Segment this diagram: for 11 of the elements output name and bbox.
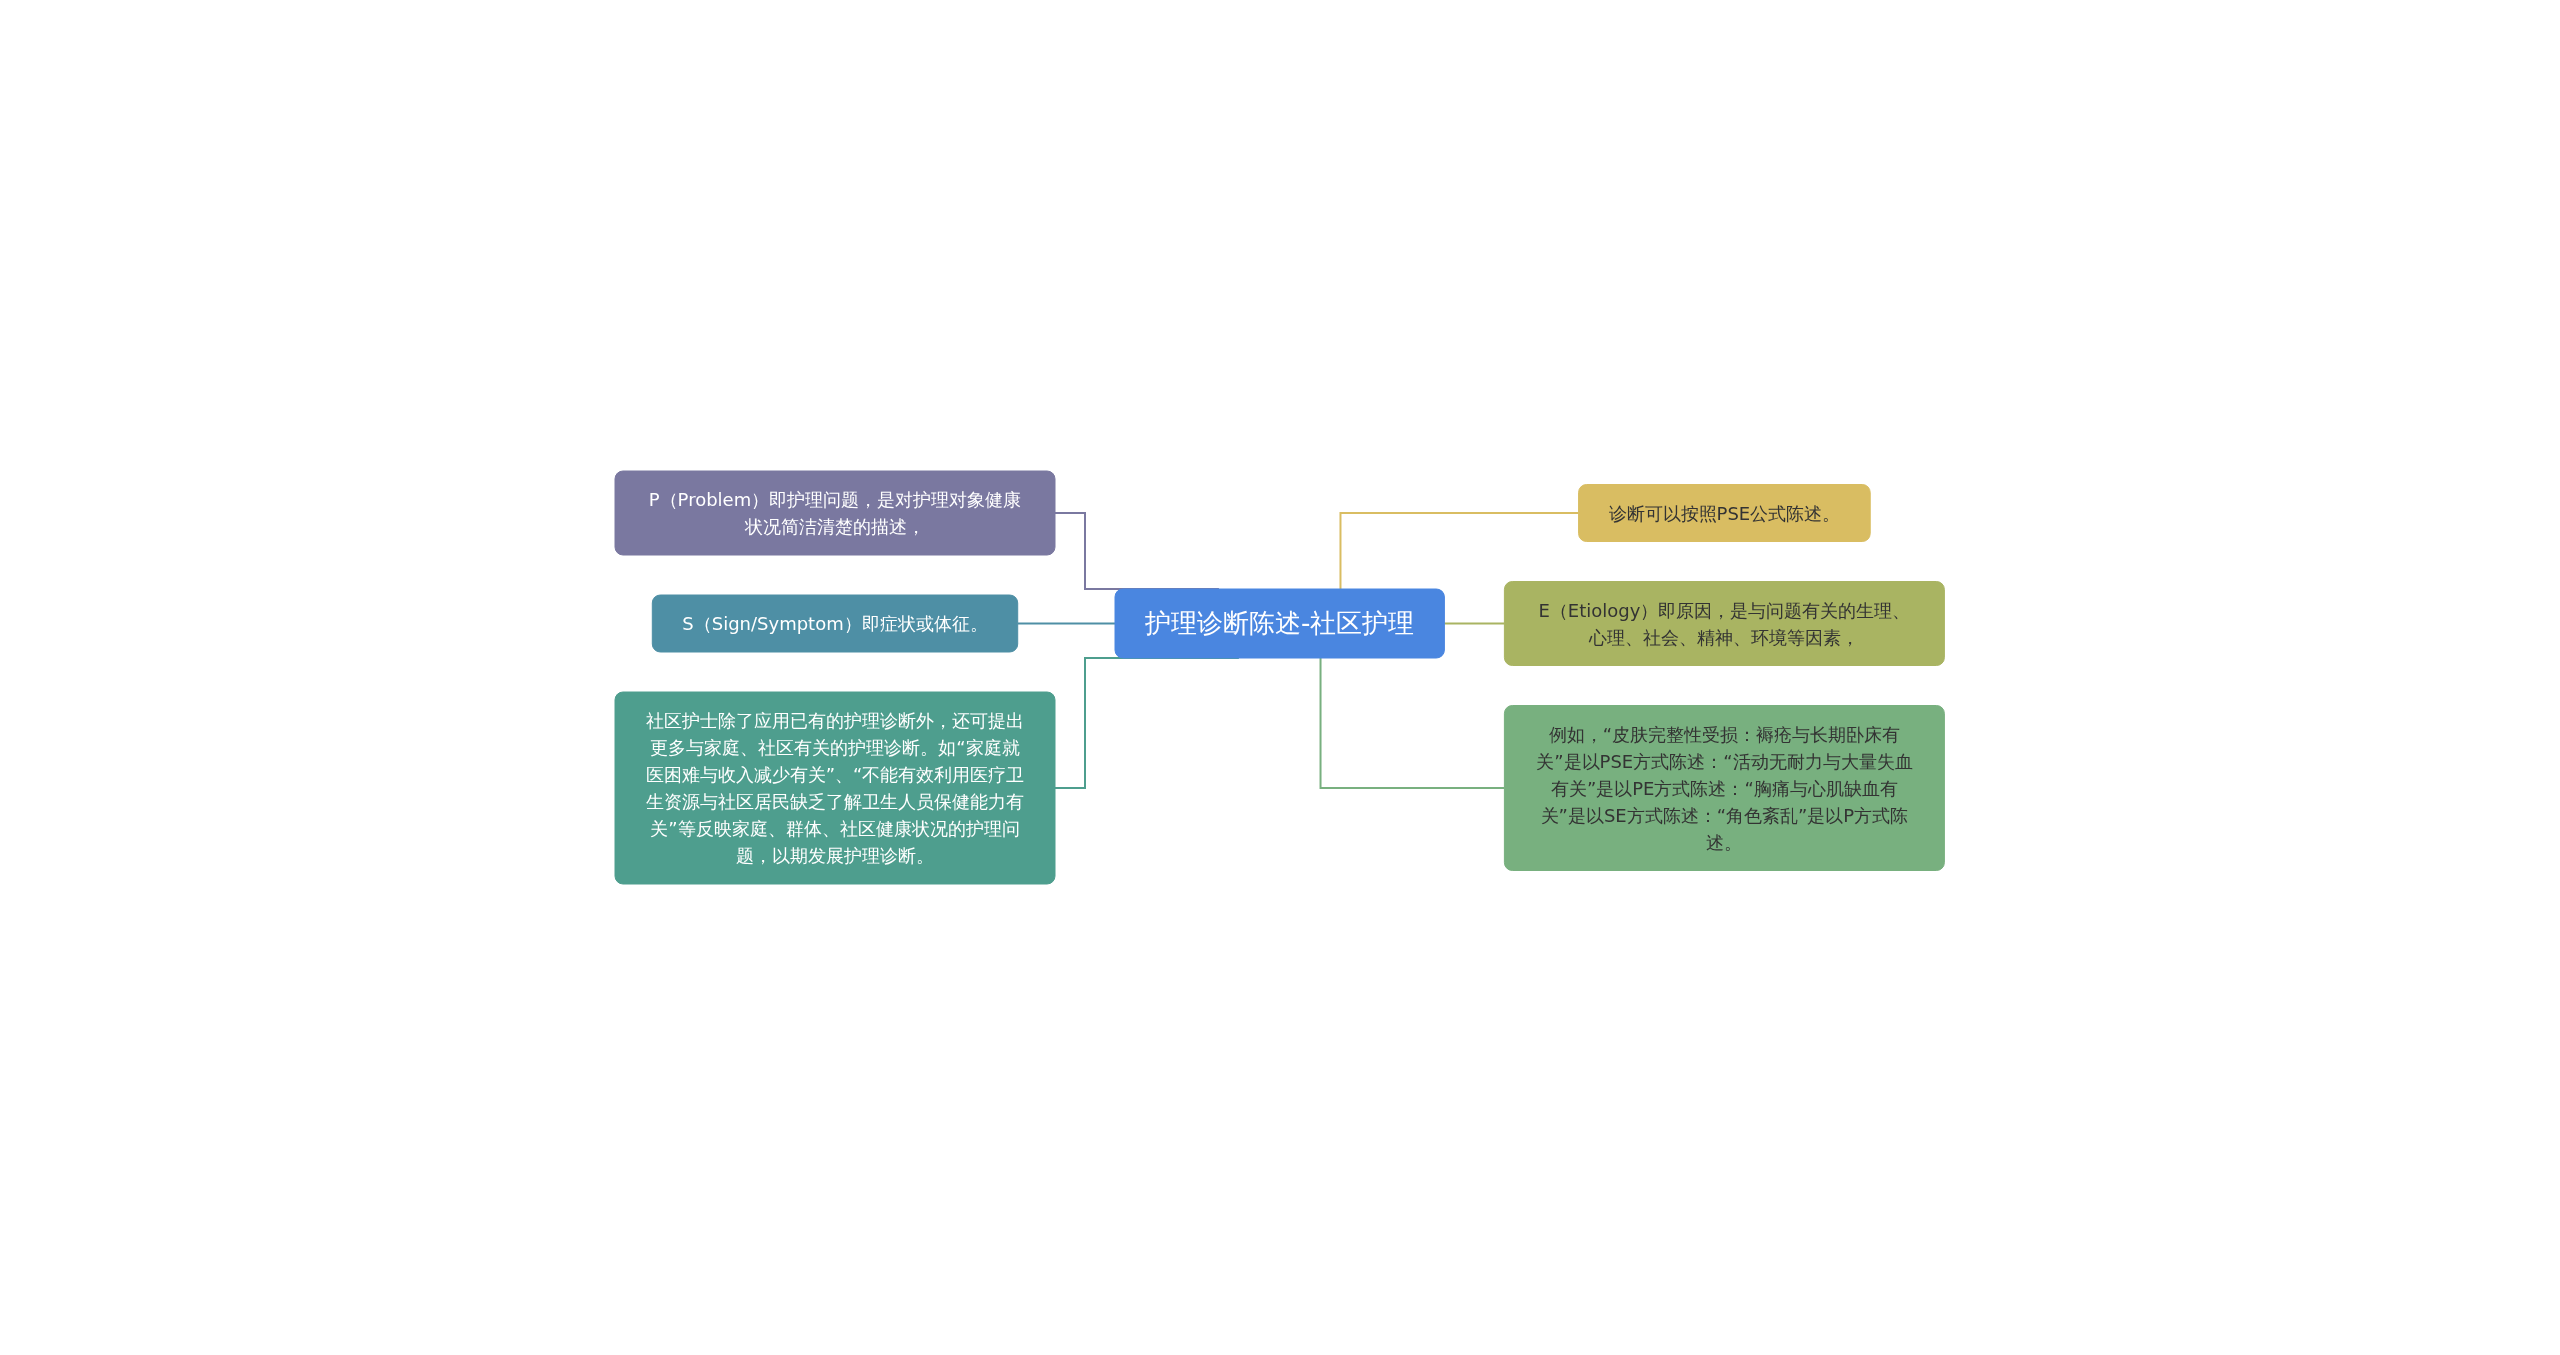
node-box: 社区护士除了应用已有的护理诊断外，还可提出更多与家庭、社区有关的护理诊断。如“家庭就医困难与收入减少有关”、“不能有效利用医疗卫生资源与社区居民缺乏了解卫生人员保健能力有关”等反映家庭、群体、社区健康状况的护理问题，以期发展护理诊断。: [614, 691, 1056, 885]
node-box: P（Problem）即护理问题，是对护理对象健康状况简洁清楚的描述，: [614, 470, 1056, 556]
node-box: 诊断可以按照PSE公式陈述。: [1578, 484, 1871, 542]
node-box: S（Sign/Symptom）即症状或体征。: [652, 594, 1019, 653]
node-box: 护理诊断陈述-社区护理: [1114, 588, 1446, 659]
node-box: E（Etiology）即原因，是与问题有关的生理、心理、社会、精神、环境等因素，: [1504, 581, 1946, 666]
connector: [1319, 657, 1506, 789]
connector: [1339, 512, 1580, 590]
node-box: 例如，“皮肤完整性受损：褥疮与长期卧床有关”是以PSE方式陈述：“活动无耐力与大量失血有关”是以PE方式陈述：“胸痛与心肌缺血有关”是以SE方式陈述：“角色紊乱”是以P方式陈述。: [1504, 705, 1946, 871]
connector: [1443, 622, 1506, 625]
connector: [1017, 622, 1117, 625]
